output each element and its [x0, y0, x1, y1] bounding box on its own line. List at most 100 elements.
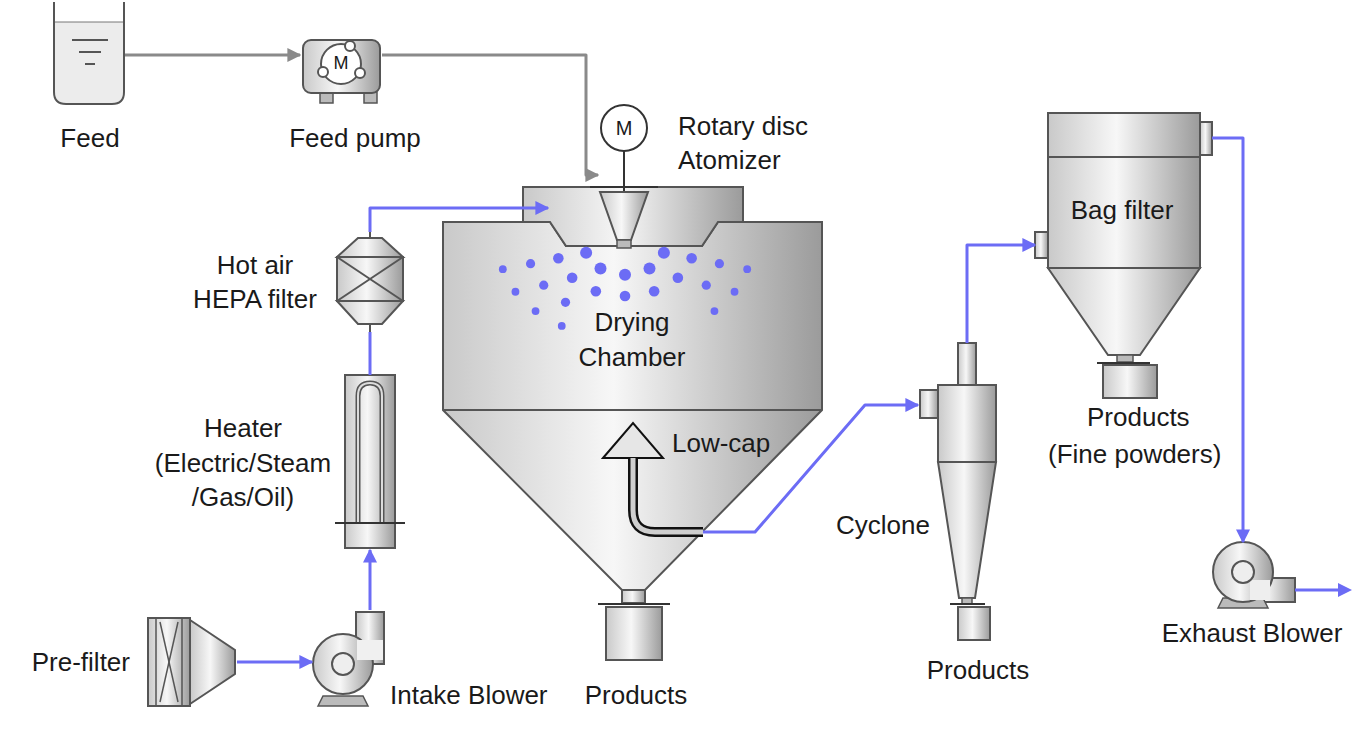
intake-blower-part — [318, 696, 368, 706]
equipment-label: Cyclone — [810, 509, 930, 541]
drying-chamber-part — [598, 603, 670, 605]
droplet — [649, 286, 660, 297]
feed-tank — [54, 2, 124, 104]
drying-chamber — [443, 187, 822, 660]
intake-blower-part — [332, 653, 354, 675]
droplet — [558, 322, 566, 330]
flow-line — [125, 54, 300, 57]
product-bin: Products — [955, 604, 993, 642]
equipment-label: Low-cap — [672, 427, 802, 459]
flow-line — [369, 550, 372, 610]
droplet — [561, 298, 570, 307]
pre-filter-part — [155, 618, 157, 706]
equipment-label: Feed pump — [275, 122, 435, 154]
droplet — [526, 259, 535, 268]
cyclone: Cyclone — [918, 343, 998, 600]
rotary-atomizer-part — [601, 105, 647, 151]
feed-tank-part — [54, 2, 124, 104]
pre-filter — [148, 618, 235, 706]
feed-tank-part — [55, 22, 123, 103]
exhaust-blower — [1213, 542, 1295, 608]
droplet — [673, 272, 684, 283]
exhaust-outlet-arrow-part — [1295, 589, 1340, 592]
rotary-atomizer-part — [590, 186, 658, 188]
cyclone-part — [938, 462, 996, 598]
low-cap: Low-cap — [600, 420, 666, 460]
equipment-label: Intake Blower — [390, 679, 570, 711]
droplet — [539, 281, 548, 290]
equipment-label: Bag filter — [1052, 194, 1192, 226]
intake-blower — [313, 612, 384, 706]
drying-chamber-part — [443, 409, 822, 411]
feed-tank-part — [55, 22, 123, 23]
exhaust-blower-part — [1232, 561, 1254, 583]
equipment-label: Hot air HEPA filter — [185, 248, 325, 316]
feed-pump-part — [303, 40, 380, 93]
bag-filter-part — [1048, 156, 1200, 158]
heater-part — [358, 383, 382, 523]
bag-filter-part — [1103, 365, 1157, 398]
heater-part — [335, 522, 405, 524]
droplet — [567, 272, 578, 283]
bag-filter: Bag filter — [1035, 113, 1212, 362]
rotary-atomizer-part — [617, 240, 631, 248]
hepa-filter-part — [337, 257, 403, 301]
flow-line — [370, 208, 548, 232]
drying-chamber-part — [443, 222, 822, 590]
equipment-label: Products — [913, 654, 1043, 686]
bag-filter-part — [1048, 113, 1200, 268]
intake-blower: Intake Blower — [312, 610, 386, 708]
rotary-atomizer: MRotary disc Atomizer — [598, 104, 650, 250]
feed-pump-part — [355, 68, 365, 78]
hepa-filter-part — [337, 257, 403, 301]
exhaust-blower-part — [1250, 580, 1270, 600]
pre-filter-part — [181, 618, 183, 706]
feed-pump-part — [318, 67, 328, 77]
droplet — [702, 281, 711, 290]
cyclone-part — [920, 390, 938, 418]
feed-pump — [303, 40, 380, 103]
flow-line — [369, 332, 372, 375]
pre-filter-part — [148, 618, 190, 706]
bag-filter-part — [1200, 122, 1212, 155]
flow-line — [967, 245, 1035, 343]
bag-filter-part — [1117, 355, 1133, 362]
droplet — [594, 263, 606, 275]
hepa-filter-part — [337, 301, 403, 324]
hepa-filter: Hot air HEPA filter — [335, 232, 405, 332]
motor-letter: M — [326, 52, 356, 74]
feed-tank-part — [85, 63, 95, 65]
exhaust-outlet-arrow — [1295, 583, 1352, 597]
equipment-label: Feed — [40, 122, 140, 154]
equipment-label: Heater (Electric/Steam /Gas/Oil) — [152, 411, 334, 515]
cyclone-part — [938, 385, 996, 462]
droplet — [591, 286, 602, 297]
equipment-label: Rotary disc Atomizer — [678, 109, 828, 177]
cyclone — [920, 343, 996, 640]
cyclone-part — [950, 603, 985, 605]
droplet — [620, 291, 631, 302]
feed-pump-part — [321, 44, 361, 84]
droplet — [580, 247, 592, 259]
feed-tank-part — [79, 51, 101, 53]
bag-filter-part — [1048, 268, 1200, 355]
droplet — [553, 253, 564, 264]
drying-chamber-part — [622, 590, 645, 603]
bag-filter-part — [1035, 232, 1048, 258]
heater — [335, 375, 405, 548]
motor-letter: M — [609, 117, 639, 139]
pipe-wall — [633, 458, 703, 532]
hepa-filter-part — [337, 257, 403, 301]
intake-blower-part — [356, 612, 384, 664]
low-cap-symbol — [603, 423, 663, 458]
pre-filter-part — [160, 622, 178, 702]
drying-chamber-part — [523, 187, 743, 246]
hepa-filter — [337, 232, 403, 332]
pipe-bore — [633, 458, 703, 532]
low-cap-symbol-part — [603, 423, 663, 458]
equipment-label: Exhaust Blower — [1142, 617, 1362, 649]
exhaust-blower-part — [1213, 542, 1273, 602]
exhaust-blower-part — [1243, 578, 1295, 602]
droplet — [743, 265, 751, 273]
